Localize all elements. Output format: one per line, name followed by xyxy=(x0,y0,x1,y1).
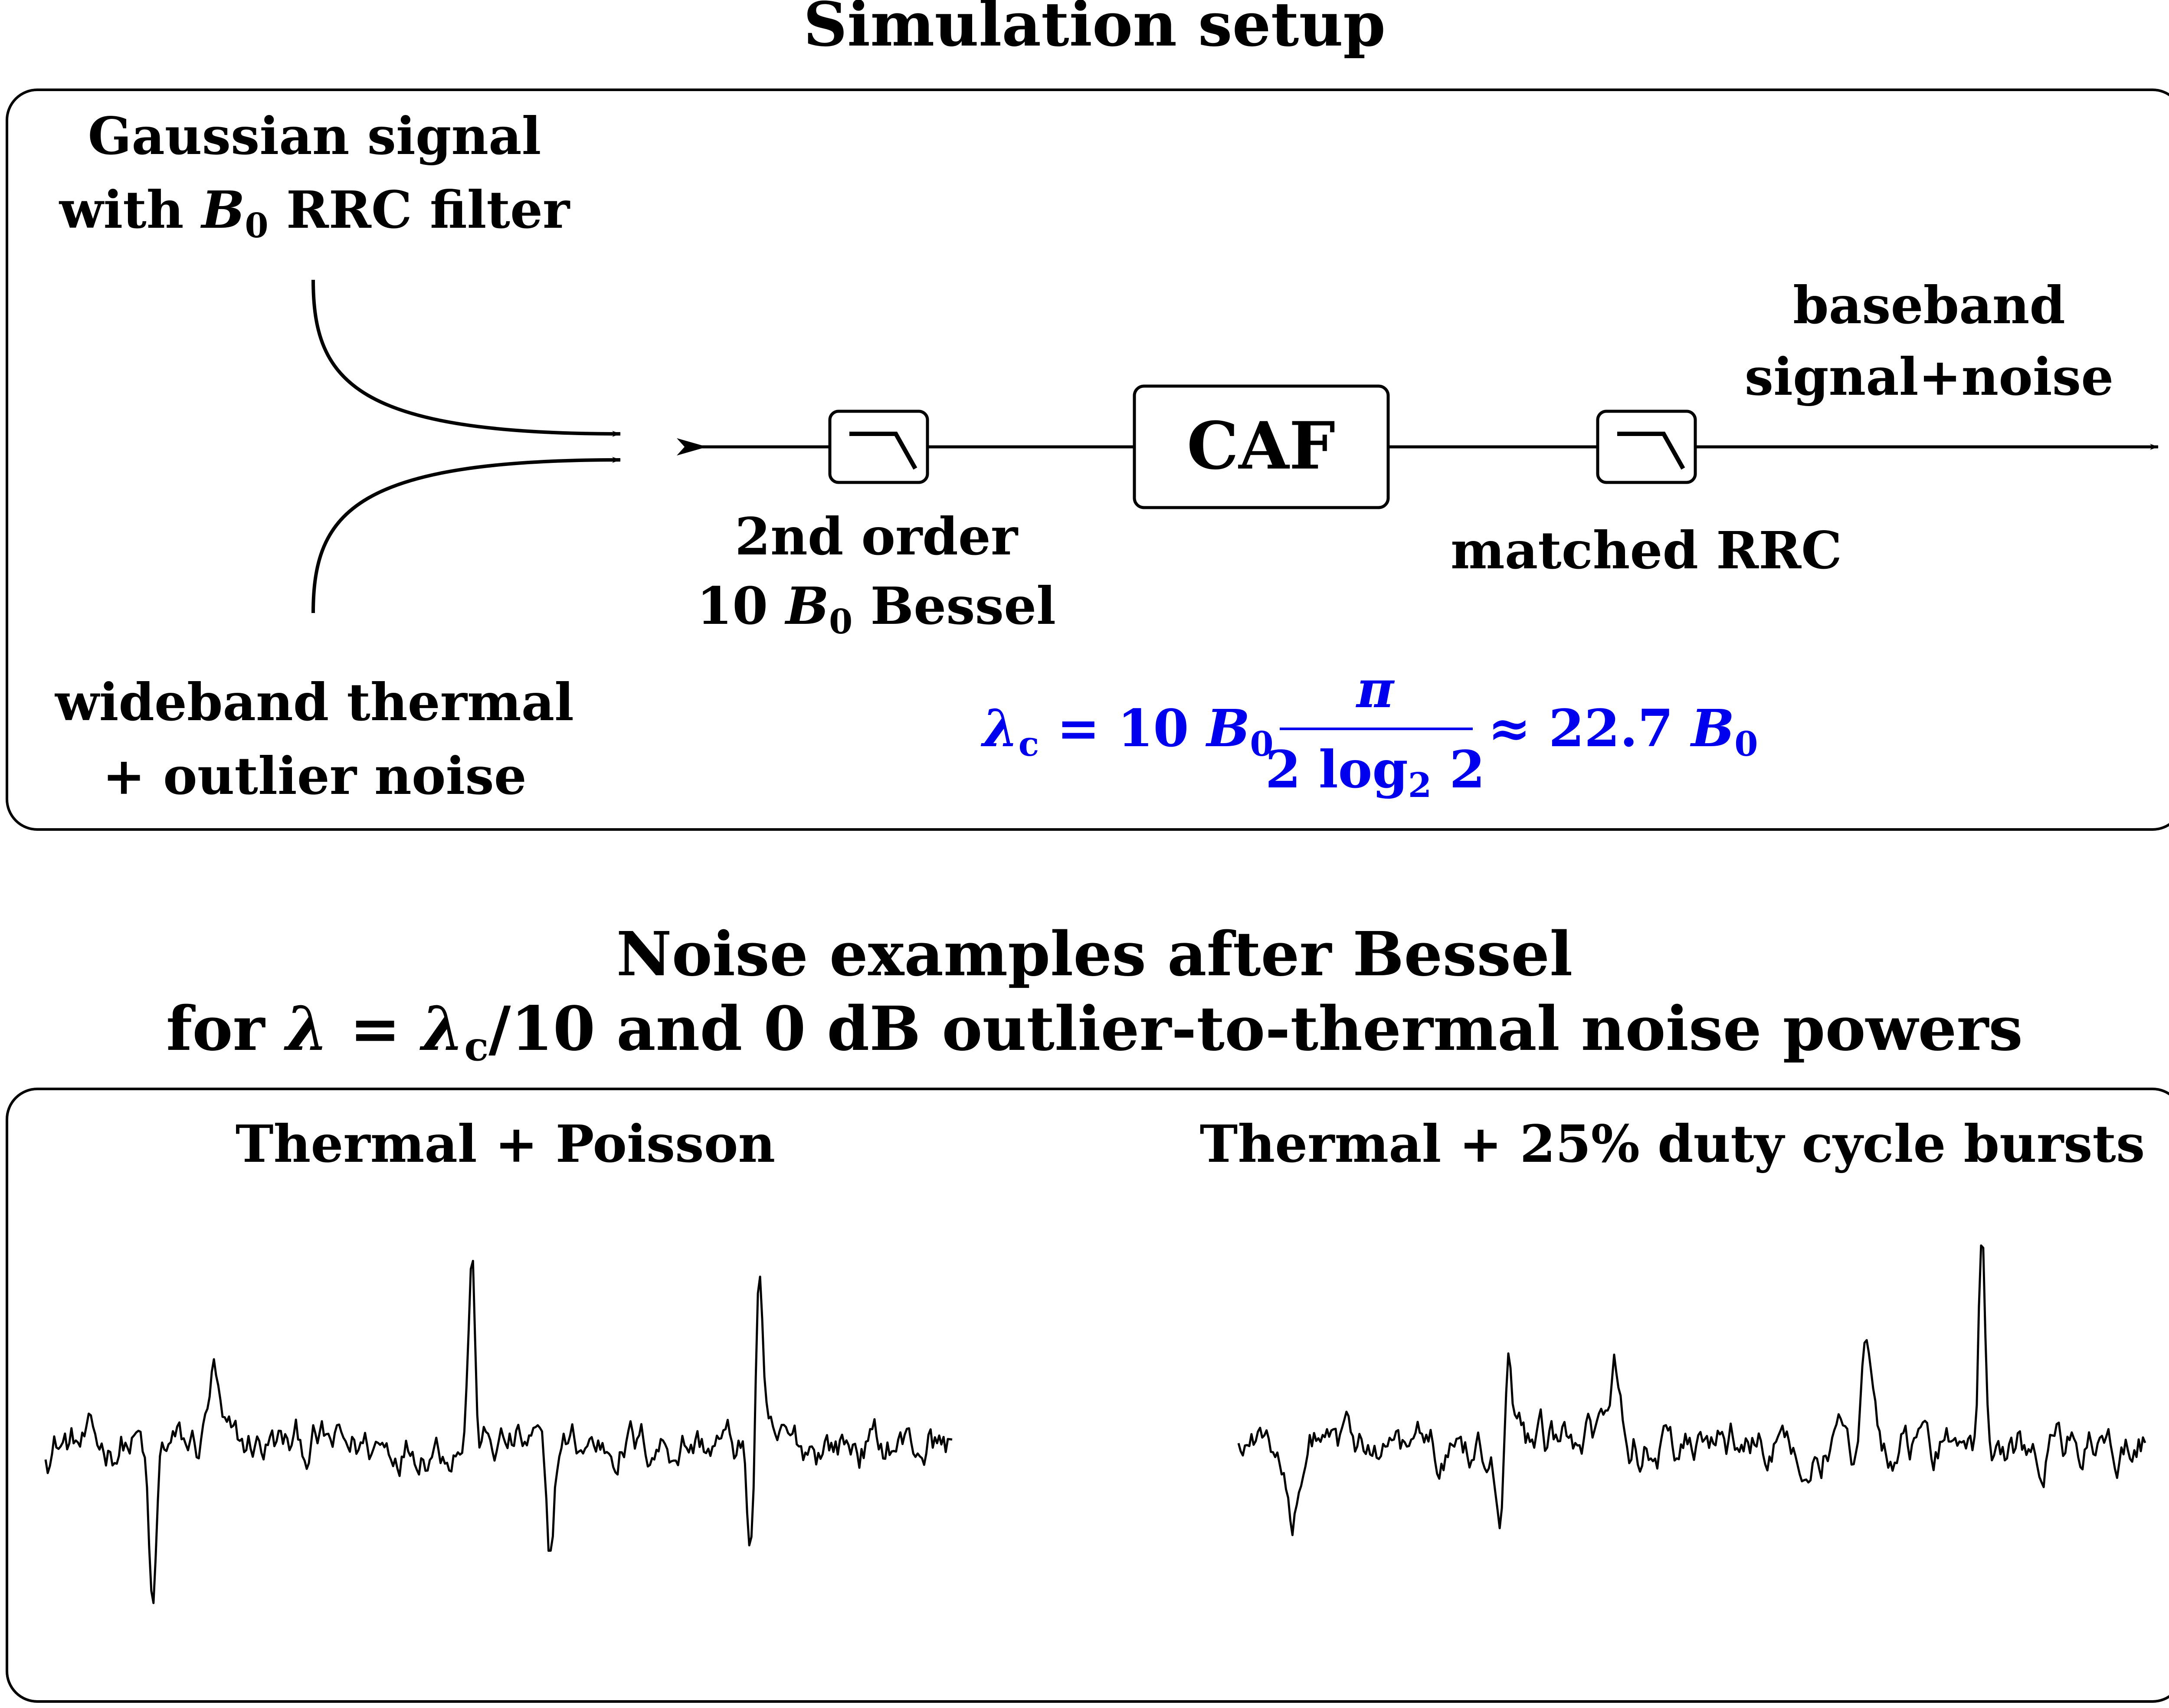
lowpass-icon xyxy=(849,432,917,470)
output-label-line2: signal+noise xyxy=(1745,347,2114,407)
rrc-filter-block xyxy=(1596,410,1697,484)
svg-text:π: π xyxy=(1356,659,1395,719)
signal-label-line2: with B0 RRC filter xyxy=(59,180,570,246)
bessel-filter-block xyxy=(828,410,929,484)
main-line-input-arrowhead xyxy=(677,438,707,456)
bessel-label-line1: 2nd order xyxy=(735,506,1019,567)
signal-label-line1: Gaussian signal xyxy=(88,106,541,166)
lowpass-icon xyxy=(1617,432,1685,470)
caf-block xyxy=(1133,384,1390,509)
poisson-example-label: Thermal + Poisson xyxy=(236,1114,775,1174)
noise-input-arrow xyxy=(311,457,621,613)
signal-input-arrow xyxy=(311,279,621,437)
examples-title-line1: Noise examples after Bessel xyxy=(616,919,1573,990)
svg-text:2 log2 2: 2 log2 2 xyxy=(1265,739,1485,805)
burst-example-label: Thermal + 25% duty cycle bursts xyxy=(1200,1114,2145,1174)
output-label-line1: baseband xyxy=(1793,275,2065,335)
setup-frame xyxy=(6,89,2169,831)
setup-title: Simulation setup xyxy=(803,0,1386,60)
cutoff-formula: λc = 10 B0 π 2 log2 2 ≈ 22.7 B0 xyxy=(980,659,1758,805)
examples-title-line2: for λ = λc/10 and 0 dB outlier-to-therma… xyxy=(166,993,2023,1070)
svg-text:λc = 10 B0: λc = 10 B0 xyxy=(980,698,1274,764)
bessel-label-line2: 10 B0 Bessel xyxy=(697,576,1056,642)
caf-label: CAF xyxy=(1187,408,1335,484)
examples-frame xyxy=(6,1088,2169,1703)
poisson-noise-trace xyxy=(44,1259,953,1604)
noise-label-line1: wideband thermal xyxy=(54,672,574,732)
noise-label-line2: + outlier noise xyxy=(102,746,527,806)
rrc-label: matched RRC xyxy=(1451,520,1842,580)
burst-noise-trace xyxy=(1237,1244,2146,1536)
svg-text:≈ 22.7 B0: ≈ 22.7 B0 xyxy=(1488,698,1758,764)
